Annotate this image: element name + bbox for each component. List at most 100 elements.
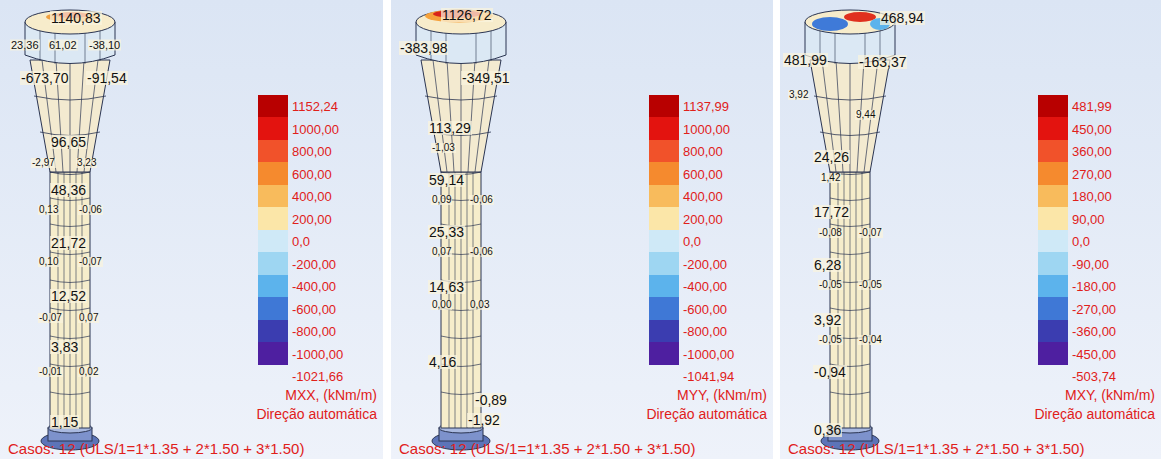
legend-value: -800,00 (683, 325, 727, 338)
legend-swatch (649, 230, 679, 253)
legend-value: 0,0 (683, 235, 701, 248)
moment-value: 0,09 (431, 195, 452, 205)
result-panel: MXX, (kNm/m)Direção automáticaCasos: 12 … (0, 0, 383, 459)
legend-value: 481,99 (1072, 100, 1112, 113)
legend-value: -1021,66 (292, 370, 343, 383)
legend-value: 1000,00 (292, 122, 339, 135)
moment-value: 113,29 (428, 121, 472, 135)
moment-value: -91,54 (86, 71, 128, 85)
moment-value: -163,37 (858, 55, 907, 69)
moment-value: 3,83 (50, 340, 79, 354)
result-legend-title: Direção automática (646, 407, 767, 422)
legend-value: -1041,94 (683, 370, 734, 383)
legend-swatch (649, 117, 679, 140)
moment-value: 12,52 (50, 289, 87, 303)
moment-value: 24,26 (813, 150, 850, 164)
legend-value: 400,00 (683, 190, 723, 203)
moment-value: 1,42 (820, 173, 841, 183)
legend-swatch (258, 297, 288, 320)
legend-value: 1000,00 (683, 122, 730, 135)
moment-value: -0,94 (813, 365, 847, 379)
legend-swatch (1038, 95, 1068, 118)
legend-value: 1137,99 (683, 100, 729, 113)
moment-value: 6,28 (813, 258, 842, 272)
moment-value: 1140,83 (50, 11, 102, 25)
legend-swatch (258, 275, 288, 298)
moment-value: -673,70 (20, 71, 69, 85)
legend-swatch (1038, 117, 1068, 140)
moment-value: 0,03 (469, 300, 490, 310)
legend-swatch (649, 252, 679, 275)
moment-value: 1,15 (50, 415, 79, 429)
moment-value: 0,07 (431, 247, 452, 257)
legend-value: -360,00 (1072, 325, 1116, 338)
legend-value: -800,00 (292, 325, 336, 338)
legend-swatch (1038, 207, 1068, 230)
legend-value: -1000,00 (683, 347, 734, 360)
legend-value: -90,00 (1072, 257, 1109, 270)
legend-value: 200,00 (683, 212, 723, 225)
load-case-caption: Casos: 12 (ULS/1=1*1.35 + 2*1.50 + 3*1.5… (399, 441, 695, 458)
legend-swatch (1038, 140, 1068, 163)
panel-ground (780, 0, 1161, 459)
moment-value: -0,06 (469, 195, 494, 205)
moment-value: 48,36 (50, 183, 87, 197)
moment-value: -1,03 (431, 143, 456, 153)
legend-value: -1000,00 (292, 347, 343, 360)
legend-value: 600,00 (292, 167, 332, 180)
legend-swatch (649, 275, 679, 298)
moment-value: 4,16 (428, 355, 457, 369)
legend-value: 0,0 (1072, 235, 1090, 248)
moment-value: -349,51 (461, 71, 510, 85)
moment-value: 14,63 (428, 280, 465, 294)
result-panel: MYY, (kNm/m)Direção automáticaCasos: 12 … (391, 0, 773, 459)
legend-value: 600,00 (683, 167, 723, 180)
legend-value: 360,00 (1072, 145, 1112, 158)
moment-value: -0,08 (818, 228, 843, 238)
moment-value: -0,07 (78, 257, 103, 267)
legend-swatch (1038, 297, 1068, 320)
legend-swatch (649, 95, 679, 118)
legend-swatch (258, 162, 288, 185)
legend-swatch (649, 140, 679, 163)
result-legend-title: Direção automática (1034, 407, 1155, 422)
moment-value: 1126,72 (441, 8, 493, 22)
legend-value: 180,00 (1072, 190, 1112, 203)
moment-value: 3,92 (788, 90, 809, 100)
legend-swatch (258, 207, 288, 230)
legend-value: 450,00 (1072, 122, 1112, 135)
moment-value: 0,02 (78, 367, 99, 377)
legend-value: -400,00 (683, 280, 727, 293)
moment-value: -0,05 (818, 335, 843, 345)
legend-swatch (1038, 342, 1068, 365)
legend-swatch (649, 297, 679, 320)
legend-value: -450,00 (1072, 347, 1116, 360)
load-case-caption: Casos: 12 (ULS/1=1*1.35 + 2*1.50 + 3*1.5… (788, 441, 1084, 458)
moment-value: 23,36 (10, 40, 40, 51)
moment-value: -383,98 (399, 41, 448, 55)
moment-value: 3,23 (76, 158, 97, 168)
load-case-caption: Casos: 12 (ULS/1=1*1.35 + 2*1.50 + 3*1.5… (8, 441, 304, 458)
moment-value: 96,65 (50, 135, 87, 149)
legend-swatch (258, 140, 288, 163)
moment-value: 17,72 (813, 205, 850, 219)
legend-swatch (258, 342, 288, 365)
panel-ground (391, 0, 773, 459)
legend-swatch (1038, 320, 1068, 343)
legend-value: 200,00 (292, 212, 332, 225)
legend-swatch (258, 95, 288, 118)
moment-value: -0,04 (858, 335, 883, 345)
legend-value: -600,00 (292, 302, 336, 315)
moment-value: -0,06 (469, 247, 494, 257)
legend-value: -200,00 (683, 257, 727, 270)
moment-value: -0,01 (38, 367, 63, 377)
result-legend-title: MXY, (kNm/m) (1065, 388, 1155, 403)
legend-swatch (649, 320, 679, 343)
legend-value: -400,00 (292, 280, 336, 293)
result-legend-title: Direção automática (256, 407, 377, 422)
legend-swatch (1038, 230, 1068, 253)
legend-swatch (1038, 252, 1068, 275)
result-panel: MXY, (kNm/m) Direção automáticaCasos: 12 … (780, 0, 1161, 459)
legend-value: -270,00 (1072, 302, 1116, 315)
